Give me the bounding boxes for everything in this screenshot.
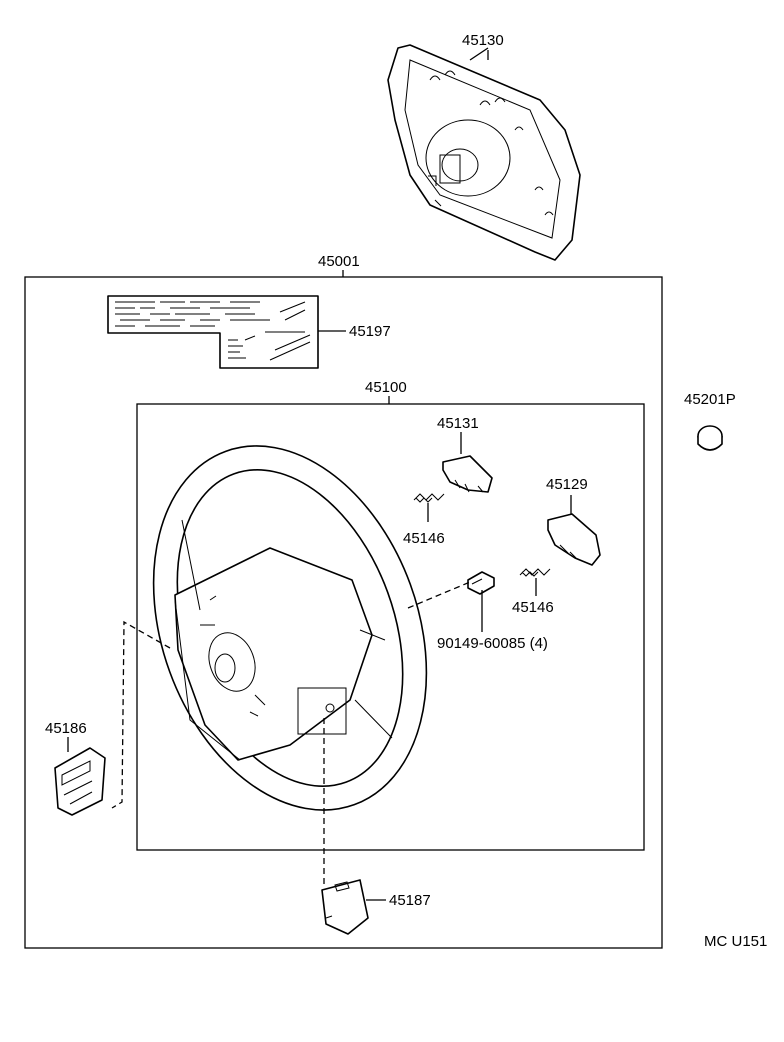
steering-wheel-45100 [152, 445, 428, 811]
label-45129: 45129 [546, 476, 588, 493]
label-45197: 45197 [349, 323, 391, 340]
cover-45187 [321, 879, 369, 935]
label-45187: 45187 [389, 892, 431, 909]
cap-45201p [697, 425, 723, 451]
label-45146-upper: 45146 [403, 530, 445, 547]
label-90149: 90149-60085 (4) [437, 635, 548, 652]
cover-45186 [54, 747, 106, 816]
label-45001: 45001 [318, 253, 360, 270]
leader-45130 [469, 47, 489, 61]
label-45131: 45131 [437, 415, 479, 432]
screw-90149-60085 [467, 571, 495, 595]
screw-dash-line [407, 581, 471, 609]
diagram-code: MC U151 [704, 933, 767, 950]
spring-45146-upper [413, 493, 445, 503]
horn-button-45129 [547, 513, 601, 566]
assembly-box-45100 [136, 403, 645, 851]
label-45100: 45100 [365, 379, 407, 396]
label-45146-lower: 45146 [512, 599, 554, 616]
spring-45146-lower [519, 568, 551, 577]
label-45186: 45186 [45, 720, 87, 737]
label-45130: 45130 [462, 32, 504, 49]
label-45201p: 45201P [684, 391, 736, 408]
steering-pad-45130 [387, 44, 581, 261]
caution-label-45197 [107, 295, 319, 369]
cover-45186-dash-line [111, 620, 171, 809]
horn-button-45131 [442, 455, 493, 493]
